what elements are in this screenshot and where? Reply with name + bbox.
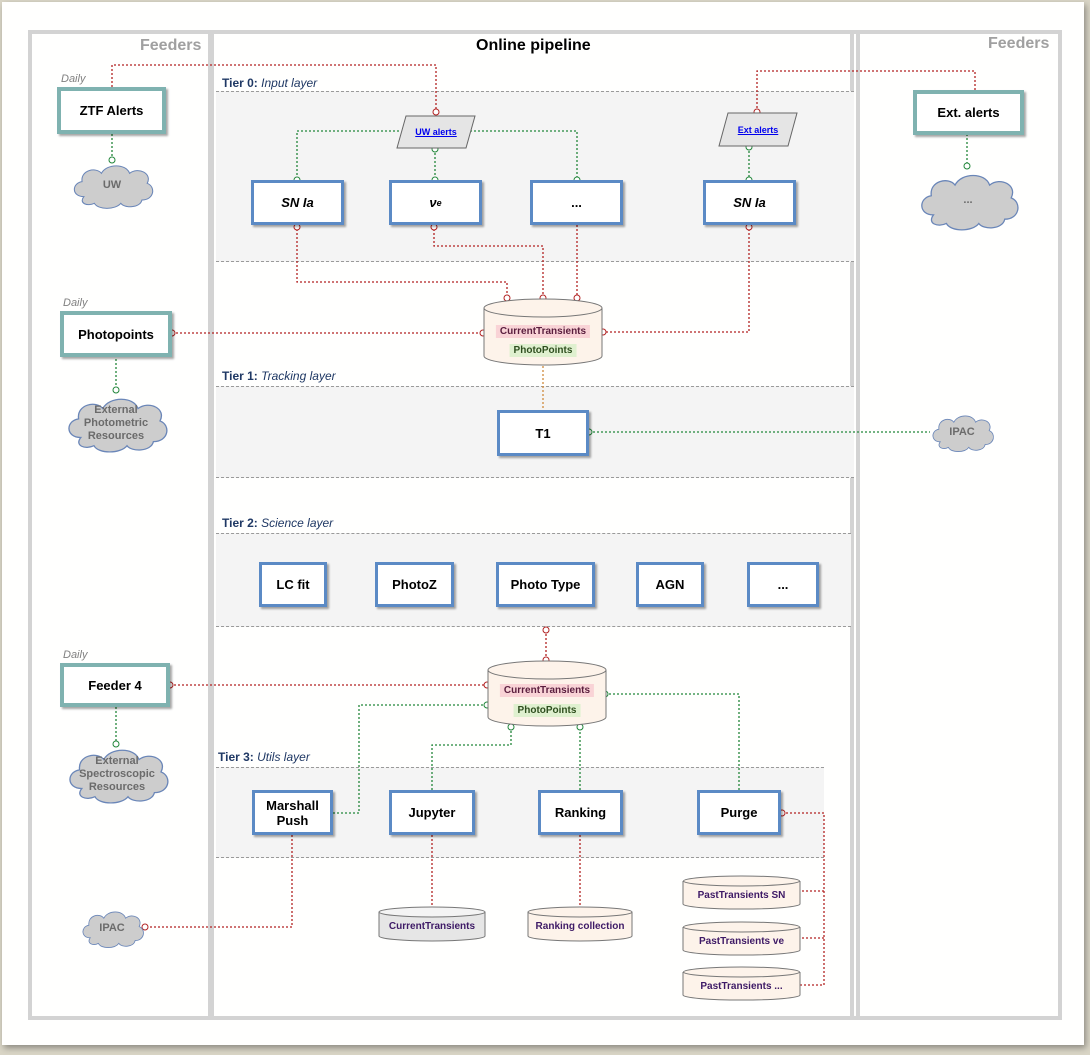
t1-unit[interactable]: T1 (497, 410, 589, 456)
ipac-cloud-tier1: IPAC (928, 411, 996, 453)
t3-ranking-unit[interactable]: Ranking (538, 790, 623, 835)
cloud-icon (68, 398, 168, 453)
database-icon (682, 966, 801, 1001)
t2-photoz-unit[interactable]: PhotoZ (375, 562, 454, 607)
past-transients-ve-label: PastTransients ve (698, 936, 785, 947)
db-photopoints: PhotoPoints (513, 704, 581, 717)
cloud-icon (73, 165, 154, 209)
jupyter-to-db2-line (431, 725, 512, 790)
center-column-title: Online pipeline (476, 37, 591, 54)
nu-symbol: ν (429, 195, 437, 210)
t2-photo-type-unit[interactable]: Photo Type (496, 562, 595, 607)
ext-cloud-label: ... (963, 193, 973, 206)
tier0-label: Tier 0: Input layer (222, 76, 318, 90)
ext-to-ext-alerts-line (756, 70, 976, 112)
external-spectroscopic-resources-cloud: External Spectroscopic Resources (62, 743, 172, 805)
marshall-to-db2-line (333, 704, 487, 814)
online-pipeline-column (208, 30, 860, 1020)
daily-label: Daily (61, 73, 86, 85)
ext-alerts-link[interactable]: Ext alerts (737, 124, 779, 135)
daily-label: Daily (63, 649, 88, 661)
photopoints-feeder[interactable]: Photopoints (60, 311, 172, 357)
transients-db[interactable]: CurrentTransients PhotoPoints (483, 298, 603, 366)
output-current-transients[interactable]: CurrentTransients (378, 906, 486, 942)
nu-to-db-line (433, 225, 544, 298)
t0-snia-unit[interactable]: SN Ia (251, 180, 344, 225)
output-past-transients-ve[interactable]: PastTransients ve (682, 921, 801, 956)
uw-alerts-link[interactable]: UW alerts (415, 127, 457, 137)
ipac-label: IPAC (949, 425, 975, 438)
parallelogram-icon (396, 115, 476, 149)
external-photometric-resources-label: External Photometric Resources (83, 403, 149, 442)
db-current-transients: CurrentTransients (499, 684, 595, 697)
db-photopoints: PhotoPoints (509, 344, 577, 357)
output-ranking-collection[interactable]: Ranking collection (527, 906, 633, 942)
parallelogram-icon (718, 112, 798, 147)
right-feeders-column (850, 30, 1062, 1020)
past-transients-sn-label: PastTransients SN (697, 890, 786, 901)
ipac-label: IPAC (99, 921, 125, 934)
db-current-transients: CurrentTransients (495, 325, 591, 338)
left-column-title: Feeders (140, 37, 202, 54)
t3-marshall-push-unit[interactable]: Marshall Push (252, 790, 333, 835)
database-icon (378, 906, 486, 942)
ext-alerts-stream[interactable]: Ext alerts (718, 112, 798, 147)
feeder-4[interactable]: Feeder 4 (60, 663, 170, 707)
t0-ext-snia-unit[interactable]: SN Ia (703, 180, 796, 225)
output-past-transients-sn[interactable]: PastTransients SN (682, 875, 801, 910)
past-transients-more-label: PastTransients ... (700, 981, 783, 992)
t2-more-unit[interactable]: ... (747, 562, 819, 607)
output-ranking-label: Ranking collection (535, 921, 625, 932)
ipac-cloud-tier3: IPAC (78, 907, 146, 949)
tier3-label: Tier 3: Utils layer (218, 750, 310, 764)
t0-more-unit[interactable]: ... (530, 180, 623, 225)
database-icon (682, 875, 801, 910)
snia-to-db-line (296, 225, 508, 298)
tier2-label: Tier 2: Science layer (222, 516, 334, 530)
external-photometric-resources-cloud: External Photometric Resources (61, 392, 171, 454)
cloud-icon (69, 749, 169, 804)
purge-to-past-line (782, 812, 825, 986)
t2-lc-fit-unit[interactable]: LC fit (259, 562, 327, 607)
daily-label: Daily (63, 297, 88, 309)
database-icon (682, 921, 801, 956)
output-current-transients-label: CurrentTransients (388, 921, 476, 932)
right-column-title: Feeders (988, 35, 1050, 52)
purge-to-db2-line (605, 693, 740, 790)
uw-alerts-to-dots-line (470, 130, 578, 180)
marshall-to-ipac-line (145, 835, 293, 928)
t2-agn-unit[interactable]: AGN (636, 562, 704, 607)
transients-db-tier3[interactable]: CurrentTransients PhotoPoints (487, 660, 607, 727)
ext-cloud: ... (914, 168, 1022, 232)
ztf-alerts-feeder[interactable]: ZTF Alerts (57, 87, 166, 134)
external-spectroscopic-resources-label: External Spectroscopic Resources (79, 754, 155, 793)
ztf-to-uw-alerts-line (111, 64, 437, 112)
uw-cloud: UW (68, 160, 156, 210)
uw-cloud-label: UW (102, 178, 122, 191)
electron-subscript: e (436, 197, 442, 208)
cloud-icon (932, 415, 994, 453)
ext-snia-to-db-line (603, 225, 750, 333)
uw-alerts-stream[interactable]: UW alerts (396, 115, 476, 149)
uw-alerts-to-snia-line (296, 130, 399, 180)
t3-purge-unit[interactable]: Purge (697, 790, 781, 835)
cloud-icon (921, 174, 1019, 231)
ext-alerts-feeder[interactable]: Ext. alerts (913, 90, 1024, 135)
database-icon (527, 906, 633, 942)
tier1-label: Tier 1: Tracking layer (222, 369, 336, 383)
output-past-transients-more[interactable]: PastTransients ... (682, 966, 801, 1001)
t3-jupyter-unit[interactable]: Jupyter (389, 790, 475, 835)
cloud-icon (82, 911, 144, 949)
left-feeders-column (28, 30, 214, 1020)
